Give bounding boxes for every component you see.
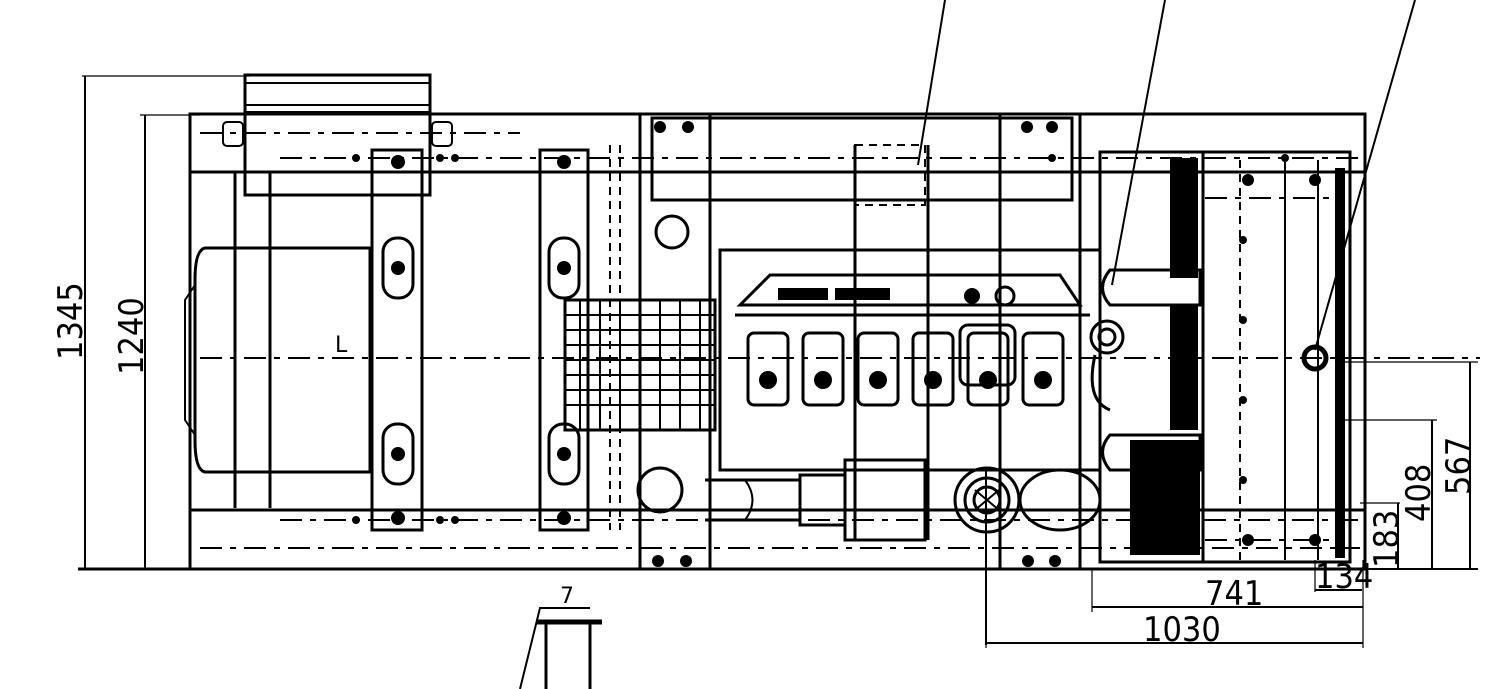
dimension-mount-offset: 408: [1340, 419, 1439, 569]
dim-134: 134: [1315, 557, 1373, 597]
svg-text:L: L: [335, 333, 348, 358]
alternator-icon: L: [184, 172, 1480, 508]
dim-1240: 1240: [112, 297, 152, 375]
dimension-base-width: 1240: [112, 114, 200, 569]
radiator-icon: [1098, 150, 1352, 564]
dimension-engine-length: 1030: [985, 569, 1363, 650]
exhaust-pipe: [705, 458, 927, 542]
dim-1030: 1030: [1143, 610, 1221, 650]
dimension-foot-offset: 183: [1360, 502, 1407, 569]
callout-label-7: 7: [560, 584, 574, 609]
dim-741: 741: [1205, 574, 1263, 614]
dim-1345: 1345: [51, 282, 91, 360]
callout-7: 7: [78, 567, 1360, 689]
flywheel-housing: [563, 214, 717, 514]
anti-vibration-mount-icon: [381, 155, 581, 525]
dimension-radiator-depth: 741: [1091, 560, 1364, 648]
mount-rails: [370, 145, 621, 532]
dim-408: 408: [1399, 464, 1439, 522]
turbocharger-icon: [953, 466, 1102, 534]
dim-183: 183: [1367, 510, 1407, 568]
dimension-edge-offset: 134: [1314, 557, 1373, 597]
dimension-radiator-offset: 567: [1340, 361, 1479, 569]
control-box: [222, 73, 453, 197]
dim-567: 567: [1439, 437, 1479, 495]
bolt-markers: [352, 154, 1289, 524]
